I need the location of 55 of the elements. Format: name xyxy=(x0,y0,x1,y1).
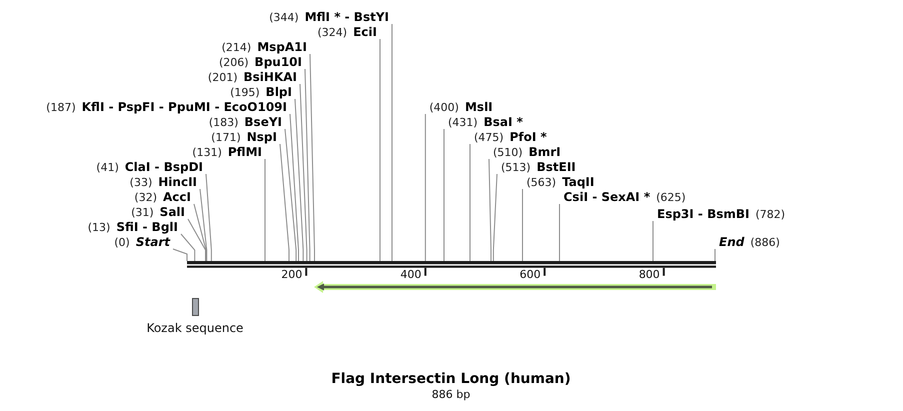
leader-line xyxy=(294,98,304,262)
leader-line xyxy=(194,204,206,262)
sequence-length: 886 bp xyxy=(432,388,470,401)
site-label: (33) HincII xyxy=(130,175,200,189)
feature-label: Kozak sequence xyxy=(146,321,244,335)
site-label: Esp3I - BsmBI (782) xyxy=(653,207,786,221)
leader-line xyxy=(304,68,310,262)
leader-line xyxy=(492,174,498,262)
site-label: (475) PfoI * xyxy=(470,130,547,144)
leader-line xyxy=(172,248,188,262)
tick-label: 200 xyxy=(281,268,302,281)
dna-backbone xyxy=(187,261,716,277)
site-label: (0) Start xyxy=(114,235,173,249)
site-label: (32) AccI xyxy=(134,190,194,204)
site-label: (187) KflI - PspFI - PpuMI - EcoO109I xyxy=(46,100,290,114)
site-label: (400) MslI xyxy=(425,100,493,114)
site-label: (431) BsaI * xyxy=(444,115,523,129)
tick-label: 800 xyxy=(638,268,660,281)
site-label: (206) Bpu10I xyxy=(218,55,305,69)
tick-label: 400 xyxy=(400,268,422,281)
leader-line xyxy=(280,144,290,262)
site-label: (41) ClaI - BspDI xyxy=(96,160,206,174)
leader-line xyxy=(290,114,299,262)
map-title: Flag Intersectin Long (human) xyxy=(331,371,571,388)
leader-line xyxy=(180,234,196,262)
leader-line xyxy=(206,174,212,262)
site-label: (510) BmrI xyxy=(489,145,561,159)
site-label: (171) NspI xyxy=(211,130,280,144)
site-label: (183) BseYI xyxy=(208,115,285,129)
site-label: (131) PflMI xyxy=(192,145,265,159)
leader-line xyxy=(284,128,297,262)
site-label: (195) BlpI xyxy=(230,85,295,99)
leader-line xyxy=(200,188,208,262)
site-label: (563) TaqII xyxy=(522,175,594,189)
leader-line xyxy=(714,248,716,262)
leader-line xyxy=(264,158,266,262)
site-label: (13) SfiI - BglI xyxy=(88,220,181,234)
leader-line xyxy=(652,220,654,262)
site-label: (324) EciI xyxy=(318,25,380,39)
site-label: End (886) xyxy=(715,235,780,249)
leader-line xyxy=(488,158,492,262)
site-label: (214) MspA1I xyxy=(222,40,310,54)
leader-line xyxy=(310,54,315,262)
leader-line xyxy=(522,188,523,262)
feature-arrow xyxy=(314,281,716,293)
site-label: (201) BsiHKAI xyxy=(208,70,300,84)
tick-label: 600 xyxy=(520,268,541,281)
leader-line xyxy=(188,218,206,262)
site-label: (344) MflI * - BstYI xyxy=(269,10,392,24)
leader-line xyxy=(300,84,308,262)
site-label: CsiI - SexAI * (625) xyxy=(560,190,686,204)
leader-line xyxy=(559,204,560,262)
site-label: (513) BstEII xyxy=(497,160,576,174)
leader-line xyxy=(424,114,426,262)
site-label: (31) SalI xyxy=(131,205,188,219)
